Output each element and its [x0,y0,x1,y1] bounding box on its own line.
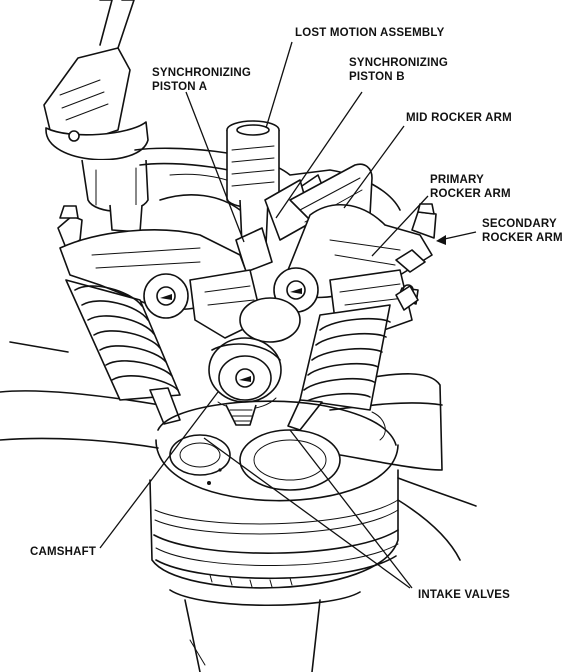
label-synchronizing-piston-b-line1: SYNCHRONIZING [349,57,448,69]
label-intake-valves: INTAKE VALVES [418,589,510,601]
callout-leaders [99,41,477,589]
engine-block-outline [0,341,477,561]
left-valve-spring [65,279,181,425]
oil-control-assembly [43,0,149,233]
label-camshaft: CAMSHAFT [30,546,96,558]
secondary-rocker-adjuster [395,203,437,305]
callout-labels: LOST MOTION ASSEMBLY SYNCHRONIZING PISTO… [30,27,563,601]
rocker-arms-right [273,163,433,336]
lost-motion-assembly [226,120,280,246]
label-mid-rocker-arm: MID ROCKER ARM [406,112,512,124]
label-synchronizing-piston-a-line1: SYNCHRONIZING [152,67,251,79]
label-synchronizing-piston-a-line2: PISTON A [152,81,207,93]
cylinder-and-valves [149,400,399,672]
label-synchronizing-piston-b-line2: PISTON B [349,71,405,83]
label-primary-rocker-arm-line2: ROCKER ARM [430,188,511,200]
label-secondary-rocker-arm-line1: SECONDARY [482,218,557,230]
right-valve-spring [287,285,419,431]
label-secondary-rocker-arm-line2: ROCKER ARM [482,232,563,244]
label-primary-rocker-arm-line1: PRIMARY [430,174,484,186]
label-lost-motion-assembly: LOST MOTION ASSEMBLY [295,27,445,39]
